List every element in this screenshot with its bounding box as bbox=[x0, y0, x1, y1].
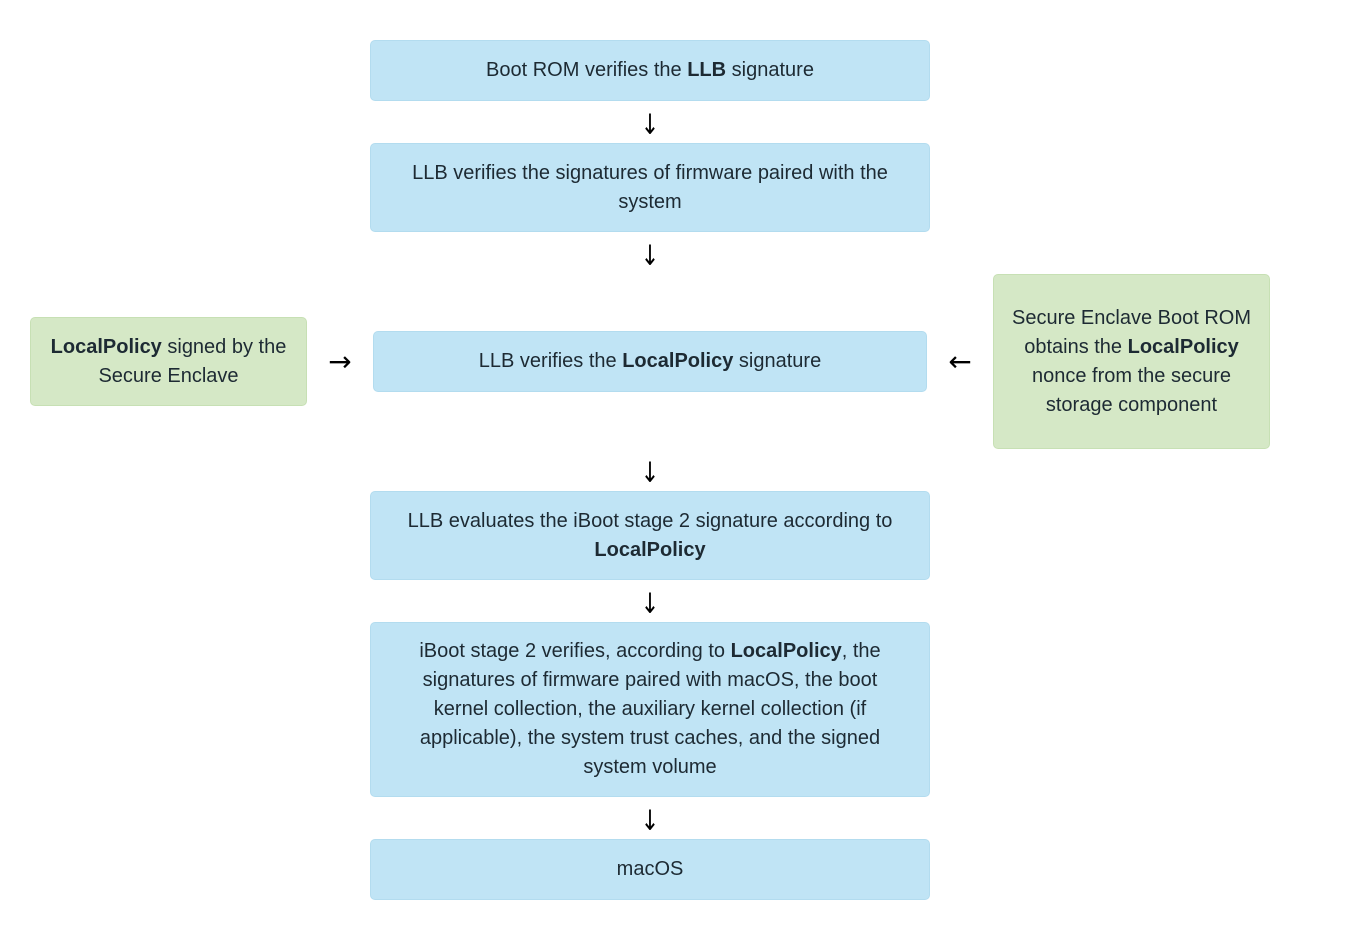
box-text: macOS bbox=[617, 855, 684, 884]
input-localpolicy-signed: LocalPolicy signed by the Secure Enclave bbox=[30, 317, 307, 406]
emphasized-term: LocalPolicy bbox=[730, 640, 842, 662]
text-segment: signed by the Secure Enclave bbox=[98, 335, 287, 387]
box-text: LLB verifies the LocalPolicy signature bbox=[479, 347, 821, 376]
step-llb-verifies-localpolicy: LLB verifies the LocalPolicy signature bbox=[373, 331, 927, 392]
emphasized-term: LocalPolicy bbox=[622, 350, 734, 372]
text-segment: signature bbox=[733, 350, 822, 372]
box-text: Boot ROM verifies the LLB signature bbox=[486, 56, 814, 85]
arrow-down-5: ↓ bbox=[640, 804, 660, 837]
box-text: LLB evaluates the iBoot stage 2 signatur… bbox=[395, 507, 905, 565]
input-secure-enclave-nonce: Secure Enclave Boot ROM obtains the Loca… bbox=[993, 274, 1270, 449]
box-text: Secure Enclave Boot ROM obtains the Loca… bbox=[1012, 304, 1251, 420]
text-segment: iBoot stage 2 verifies, according to bbox=[419, 640, 731, 662]
arrow-right: → bbox=[328, 345, 352, 378]
emphasized-term: LocalPolicy bbox=[594, 538, 706, 561]
text-segment: Boot ROM verifies the bbox=[486, 59, 688, 81]
arrow-down-2: ↓ bbox=[640, 239, 660, 272]
text-segment: signature bbox=[726, 59, 814, 81]
text-segment: nonce from the secure storage component bbox=[1032, 364, 1231, 416]
arrow-left: ← bbox=[948, 345, 972, 378]
arrow-down-1: ↓ bbox=[640, 108, 660, 141]
step-macos: macOS bbox=[370, 839, 930, 900]
text-segment: LLB evaluates the iBoot stage 2 signatur… bbox=[407, 509, 893, 532]
text-segment: LLB verifies the signatures of firmware … bbox=[412, 161, 888, 213]
box-text: LocalPolicy signed by the Secure Enclave bbox=[45, 333, 292, 391]
emphasized-term: LocalPolicy bbox=[50, 335, 162, 358]
step-iboot-stage2-verifies: iBoot stage 2 verifies, according to Loc… bbox=[370, 622, 930, 797]
step-llb-verifies-firmware: LLB verifies the signatures of firmware … bbox=[370, 143, 930, 232]
emphasized-term: LLB bbox=[687, 59, 727, 81]
text-segment: macOS bbox=[616, 858, 684, 880]
step-boot-rom-verifies-llb: Boot ROM verifies the LLB signature bbox=[370, 40, 930, 101]
box-text: LLB verifies the signatures of firmware … bbox=[395, 159, 905, 217]
text-segment: Secure Enclave Boot ROM obtains the bbox=[1012, 306, 1251, 358]
text-segment: LLB verifies the bbox=[478, 350, 623, 372]
arrow-down-4: ↓ bbox=[640, 587, 660, 620]
box-text: iBoot stage 2 verifies, according to Loc… bbox=[401, 637, 899, 782]
arrow-down-3: ↓ bbox=[640, 456, 660, 489]
emphasized-term: LocalPolicy bbox=[1127, 335, 1239, 358]
step-llb-evaluates-iboot: LLB evaluates the iBoot stage 2 signatur… bbox=[370, 491, 930, 580]
text-segment: , the signatures of firmware paired with… bbox=[419, 640, 881, 778]
